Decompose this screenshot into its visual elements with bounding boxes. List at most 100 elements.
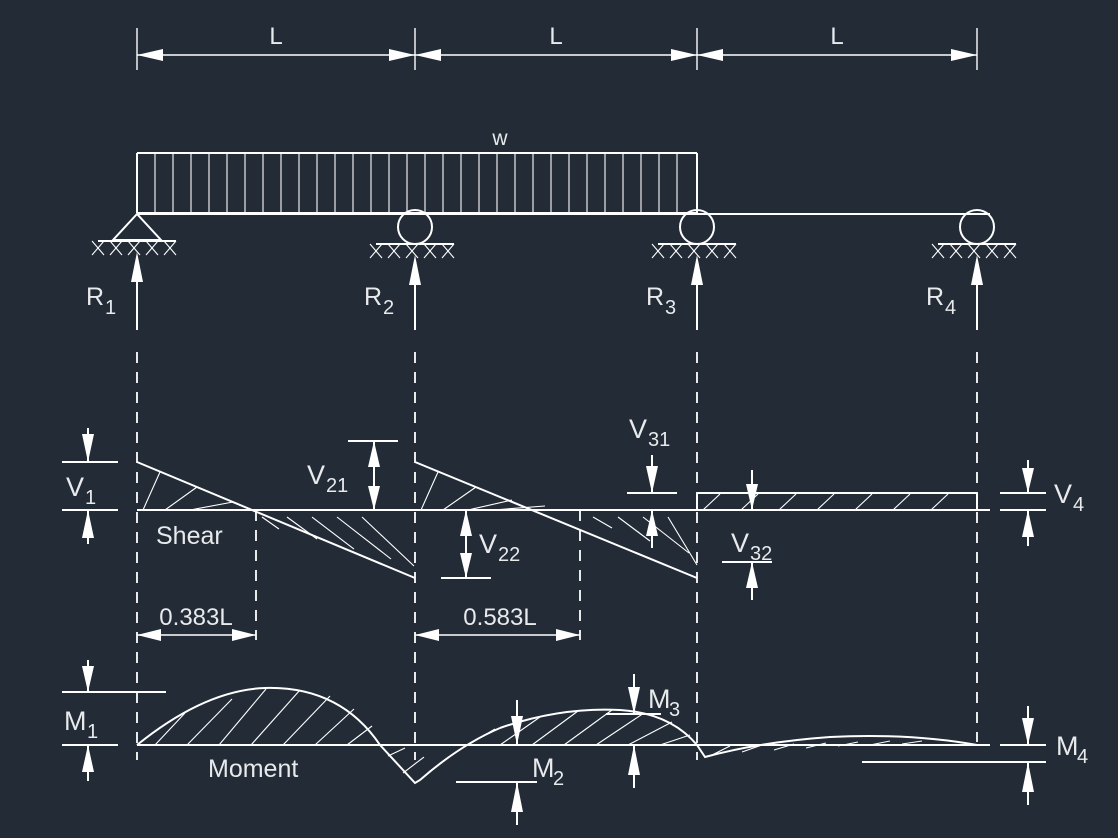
dim-0383-label: 0.383L (159, 604, 232, 631)
shear-sub-v1: 1 (85, 487, 96, 509)
dim-v32-group: V 32 (722, 470, 772, 600)
dim-v32-head-bottom (746, 562, 758, 588)
dim-m4-group: M 4 (862, 706, 1088, 805)
dim-m4-head-bottom (1022, 762, 1034, 792)
dim-v4-group: V 4 (1000, 460, 1084, 546)
moment-hatch-span-3 (709, 740, 923, 757)
reaction-label-2: R (364, 283, 382, 311)
span-label-2: L (549, 23, 562, 50)
roller-circle-icon-2 (397, 209, 433, 245)
support-roller-r3 (651, 209, 737, 259)
shear-label-v22: V (479, 529, 497, 559)
dim-v1-group: V 1 (62, 428, 118, 544)
shear-hatch-span-2 (420, 471, 698, 566)
dim-v21-group: V 21 (307, 440, 398, 510)
dim-v31-head-top (646, 466, 658, 493)
span-label-1: L (269, 23, 282, 50)
dim-arrow-3-right (951, 49, 977, 61)
load-tick-group (154, 153, 678, 213)
dim-m2-head-bottom (511, 782, 523, 812)
reaction-label-1: R (86, 283, 104, 311)
shear-sub-v4: 4 (1073, 494, 1084, 516)
support-roller-r2 (369, 209, 455, 259)
dim-v22-head-top (460, 510, 472, 536)
dim-arrow-1-left (137, 49, 163, 61)
reaction-arrow-3-head (691, 255, 703, 285)
shear-title: Shear (156, 522, 223, 550)
dim-0383-arrow-left (137, 629, 161, 641)
shear-hatch-span-3 (702, 493, 949, 511)
reaction-sub-2: 2 (383, 297, 394, 319)
dim-0583-label: 0.583L (463, 604, 536, 631)
reaction-arrow-1-head (131, 252, 143, 282)
shear-sub-v32: 32 (750, 543, 772, 565)
shear-label-v4: V (1054, 479, 1072, 509)
support-pin-r1 (91, 212, 177, 256)
shear-sub-v21: 21 (326, 475, 348, 497)
reaction-arrow-2-head (409, 255, 421, 285)
dim-arrow-3-left (697, 49, 723, 61)
reaction-label-3: R (646, 283, 664, 311)
reaction-sub-3: 3 (665, 297, 676, 319)
support-roller-r4 (931, 209, 1017, 259)
reaction-sub-4: 4 (945, 297, 956, 319)
dim-m1-group: M 1 (62, 660, 166, 781)
shear-label-v31: V (629, 414, 647, 444)
dim-v31-group: V 31 (627, 414, 677, 548)
ground-hatch-1 (91, 240, 177, 256)
shear-line-span-2 (414, 461, 698, 579)
dim-m3-group: M 3 (606, 674, 680, 788)
moment-curve-span-1 (136, 686, 501, 785)
roller-circle-icon-3 (679, 209, 715, 245)
projection-lines-group (136, 352, 978, 760)
dim-0383-arrow-right (232, 629, 256, 641)
reaction-r3-group: R 3 (646, 255, 703, 330)
shear-hatch-span-1 (142, 471, 415, 567)
dim-v22-head-bottom (460, 553, 472, 578)
shear-diagram: Shear V 1 V 21 V 22 (62, 414, 1084, 600)
moment-label-m4: M (1056, 731, 1079, 761)
moment-curve-span-2-3 (499, 708, 978, 759)
moment-title: Moment (208, 755, 298, 783)
dim-0583-arrow-right (556, 629, 580, 641)
span-dimension-group: L L L (136, 23, 978, 70)
dim-m3-head-bottom (628, 745, 640, 775)
dim-v21-head-top (368, 441, 380, 467)
dim-v31-head-bottom (646, 510, 658, 536)
moment-sub-m4: 4 (1077, 746, 1088, 768)
dim-arrow-1-right (389, 49, 415, 61)
dim-m2-group: M 2 (456, 700, 564, 825)
reaction-r1-group: R 1 (86, 252, 143, 330)
dim-0583-arrow-left (415, 629, 439, 641)
dim-v22-group: V 22 (441, 510, 520, 579)
shear-label-v21: V (307, 460, 325, 490)
reaction-sub-1: 1 (105, 297, 116, 319)
ground-hatch-4 (931, 243, 1017, 259)
moment-label-m2: M (532, 753, 555, 783)
dim-m1-head-bottom (82, 745, 94, 772)
moment-hatch-span-2 (467, 709, 691, 746)
reaction-r2-group: R 2 (364, 255, 421, 330)
shear-label-v32: V (731, 528, 749, 558)
dim-v4-head-bottom (1022, 510, 1034, 537)
moment-diagram: Moment M 1 M 2 (62, 660, 1088, 825)
reaction-label-4: R (926, 283, 944, 311)
shear-sub-v31: 31 (648, 429, 670, 451)
distributed-load-group: w (136, 127, 698, 214)
dim-v21-head-bottom (368, 486, 380, 510)
moment-label-m3: M (648, 684, 671, 714)
reaction-arrow-4-head (971, 255, 983, 285)
dim-m4-head-top (1022, 718, 1034, 745)
moment-hatch-span-1 (154, 688, 425, 774)
shear-label-v1: V (66, 472, 84, 502)
moment-sub-m1: 1 (87, 721, 98, 743)
roller-circle-icon-4 (959, 209, 995, 245)
moment-sub-m2: 2 (553, 768, 564, 790)
ground-hatch-3 (651, 243, 737, 259)
zero-shear-dimensions: 0.383L 0.583L (137, 604, 580, 641)
dim-m1-head-top (82, 666, 94, 692)
reaction-r4-group: R 4 (926, 255, 983, 330)
ground-hatch-2 (369, 243, 455, 259)
